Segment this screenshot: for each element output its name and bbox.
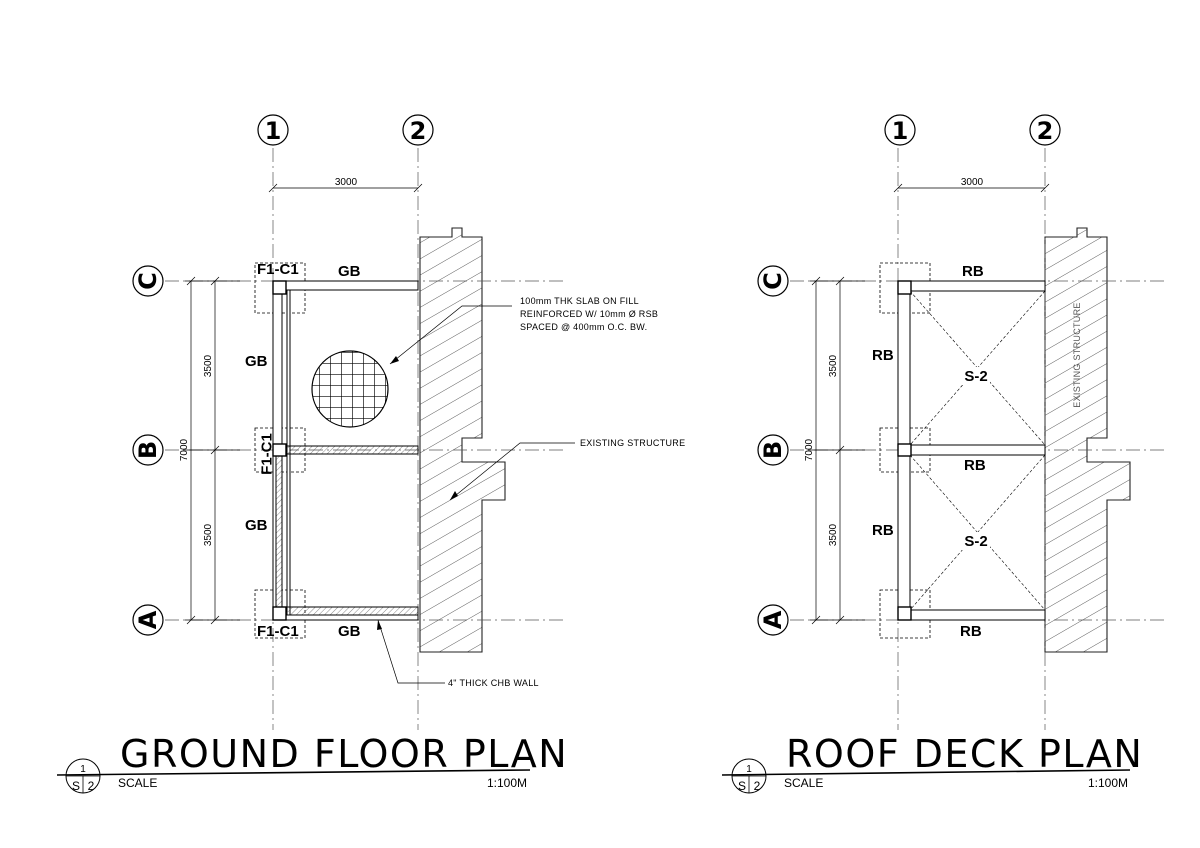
dimension-top: 3000 bbox=[268, 177, 423, 193]
existing-structure-hatch bbox=[419, 227, 506, 653]
footing-label: F1-C1 bbox=[259, 433, 276, 475]
leader-lines bbox=[377, 305, 575, 684]
grid-bubble-col-2: 2 bbox=[402, 114, 434, 146]
scale-label: SCALE bbox=[784, 776, 823, 790]
leader-arrow bbox=[390, 356, 399, 364]
beam-label: RB bbox=[872, 522, 894, 539]
sheet-ref-right: 2 bbox=[88, 779, 95, 793]
svg-text:3000: 3000 bbox=[961, 177, 984, 188]
dimension-left: 3500 3500 7000 bbox=[804, 276, 865, 625]
plan-title: ROOF DECK PLAN bbox=[786, 732, 1143, 776]
grid-bubble-row-b: B bbox=[132, 434, 164, 466]
slab-reinforcement-detail bbox=[311, 350, 389, 428]
svg-text:B: B bbox=[134, 441, 162, 459]
svg-text:3500: 3500 bbox=[828, 523, 839, 546]
beam-label: RB bbox=[872, 347, 894, 364]
beam-label: GB bbox=[338, 623, 361, 640]
scale-value: 1:100M bbox=[1088, 776, 1128, 790]
sheet-ref-left: S bbox=[738, 779, 746, 793]
beam-label: RB bbox=[960, 623, 982, 640]
existing-structure-note: EXISTING STRUCTURE bbox=[1072, 302, 1082, 407]
svg-text:2: 2 bbox=[1037, 117, 1054, 145]
beam-label: RB bbox=[964, 457, 986, 474]
svg-text:C: C bbox=[134, 272, 162, 290]
existing-structure-note: EXISTING STRUCTURE bbox=[580, 438, 685, 448]
grid-bubble-row-a: A bbox=[132, 604, 164, 636]
slab-note-line-3: SPACED @ 400mm O.C. BW. bbox=[520, 322, 647, 332]
grid-bubble-row-b: B bbox=[757, 434, 789, 466]
plan-title: GROUND FLOOR PLAN bbox=[120, 732, 568, 776]
grid-lines bbox=[790, 148, 1165, 730]
svg-text:A: A bbox=[134, 610, 162, 629]
dimension-left: 3500 3500 7000 bbox=[179, 276, 240, 625]
dimension-top: 3000 bbox=[893, 177, 1050, 193]
svg-text:1: 1 bbox=[265, 117, 282, 145]
svg-text:7000: 7000 bbox=[804, 438, 815, 461]
grid-bubble-col-1: 1 bbox=[884, 114, 916, 146]
leader-arrow bbox=[377, 620, 382, 630]
scale-label: SCALE bbox=[118, 776, 157, 790]
beam-label: RB bbox=[962, 263, 984, 280]
columns bbox=[272, 280, 287, 621]
sheet-ref-top: 1 bbox=[746, 764, 752, 775]
slab-label-mask bbox=[962, 532, 990, 550]
slab-label: S-2 bbox=[964, 533, 987, 550]
grid-bubble-col-1: 1 bbox=[257, 114, 289, 146]
svg-text:7000: 7000 bbox=[179, 438, 190, 461]
slab-note-line-1: 100mm THK SLAB ON FILL bbox=[520, 296, 639, 306]
svg-text:3500: 3500 bbox=[203, 523, 214, 546]
grid-bubble-row-c: C bbox=[132, 265, 164, 297]
existing-structure-hatch bbox=[1044, 227, 1131, 653]
svg-text:3000: 3000 bbox=[335, 177, 358, 188]
svg-text:3500: 3500 bbox=[828, 354, 839, 377]
footing-label: F1-C1 bbox=[257, 261, 299, 278]
svg-text:B: B bbox=[759, 441, 787, 459]
columns bbox=[897, 280, 912, 621]
title-block: 1 S 2 GROUND FLOOR PLAN SCALE 1:100M bbox=[56, 732, 568, 794]
leader-arrow bbox=[450, 491, 458, 500]
svg-text:1: 1 bbox=[892, 117, 909, 145]
beams bbox=[897, 280, 1046, 621]
grid-bubble-row-a: A bbox=[757, 604, 789, 636]
svg-text:A: A bbox=[759, 610, 787, 629]
slab-label-mask bbox=[962, 367, 990, 385]
scale-value: 1:100M bbox=[487, 776, 527, 790]
beam-label: GB bbox=[338, 263, 361, 280]
slab-label: S-2 bbox=[964, 368, 987, 385]
slab-note-line-2: REINFORCED W/ 10mm Ø RSB bbox=[520, 309, 658, 319]
footing-label: F1-C1 bbox=[257, 623, 299, 640]
chb-wall-note: 4" THICK CHB WALL bbox=[448, 678, 539, 688]
beam-label: GB bbox=[245, 517, 268, 534]
roof-deck-plan: 1 2 C B A 3000 bbox=[721, 114, 1165, 794]
grid-bubble-row-c: C bbox=[757, 265, 789, 297]
ground-floor-plan: 1 2 C B A 3000 bbox=[56, 114, 685, 794]
grid-bubble-col-2: 2 bbox=[1029, 114, 1061, 146]
svg-text:3500: 3500 bbox=[203, 354, 214, 377]
beam-label: GB bbox=[245, 353, 268, 370]
svg-text:C: C bbox=[759, 272, 787, 290]
grid-lines bbox=[165, 148, 565, 730]
sheet-ref-top: 1 bbox=[80, 764, 86, 775]
title-block: 1 S 2 ROOF DECK PLAN SCALE 1:100M bbox=[721, 732, 1143, 794]
sheet-ref-right: 2 bbox=[754, 779, 761, 793]
sheet-ref-left: S bbox=[72, 779, 80, 793]
beams bbox=[272, 280, 419, 621]
svg-text:2: 2 bbox=[410, 117, 427, 145]
